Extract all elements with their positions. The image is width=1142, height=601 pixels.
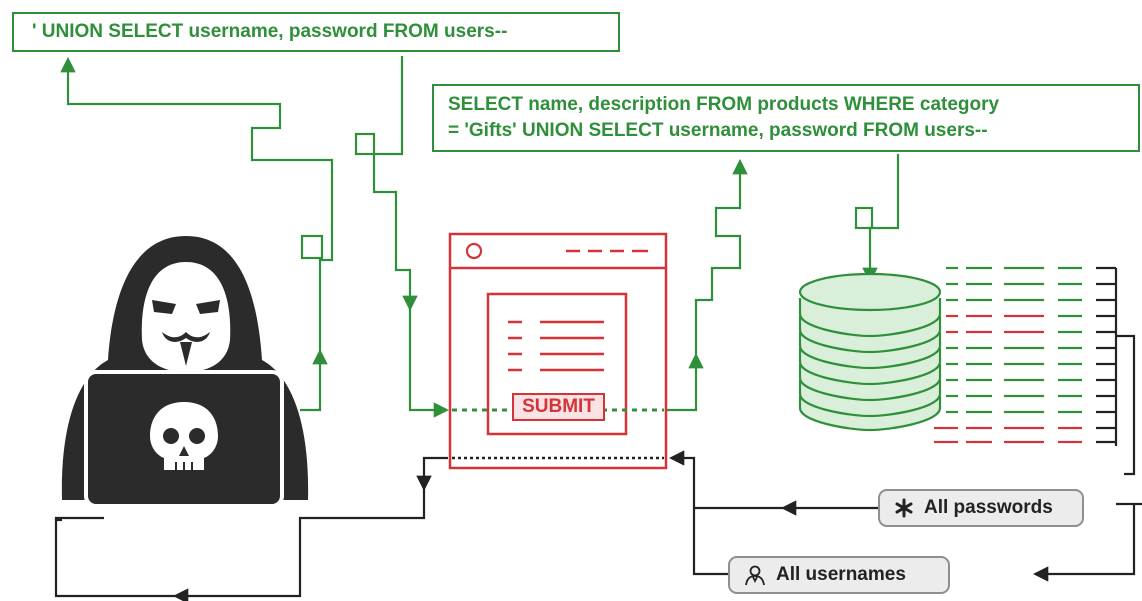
asterisk-icon [894, 498, 914, 518]
user-icon [744, 564, 766, 586]
request-flow-lines [60, 56, 900, 418]
database-table-rows [934, 266, 1118, 446]
executed-query-box: SELECT name, description FROM products W… [432, 84, 1140, 152]
all-passwords-label: All passwords [924, 497, 1053, 518]
response-flow-lines [54, 334, 1142, 601]
executed-query-line-2: = 'Gifts' UNION SELECT username, passwor… [448, 120, 988, 141]
executed-query-line-1: SELECT name, description FROM products W… [448, 94, 1000, 115]
all-usernames-badge: All usernames [728, 556, 950, 594]
all-passwords-badge: All passwords [878, 489, 1084, 527]
submit-button[interactable]: SUBMIT [512, 393, 605, 421]
skull-icon [150, 402, 218, 470]
hacker-icon [61, 236, 309, 508]
browser-window-icon [448, 232, 668, 470]
injected-input-text: ' UNION SELECT username, password FROM u… [32, 21, 508, 42]
database-icon [798, 272, 942, 432]
all-usernames-label: All usernames [776, 564, 906, 585]
injected-input-box: ' UNION SELECT username, password FROM u… [12, 12, 620, 52]
